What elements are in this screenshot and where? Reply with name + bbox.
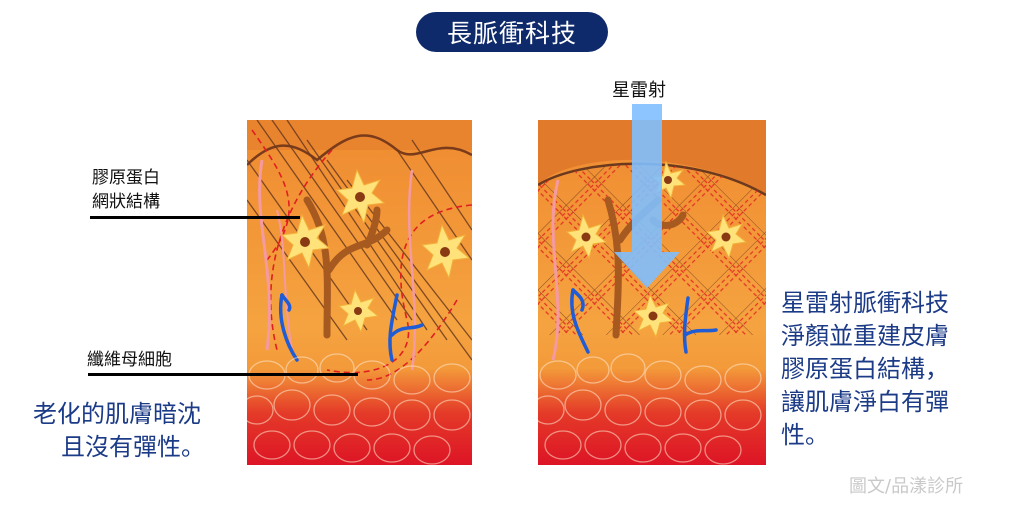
title-text: 長脈衝科技 <box>446 19 577 48</box>
collagen-leader-line <box>90 216 300 219</box>
fibroblast-label: 纖維母細胞 <box>87 350 172 370</box>
aged-skin-illustration <box>247 120 472 465</box>
fibroblast-leader-line <box>88 373 358 376</box>
laser-label: 星雷射 <box>612 80 666 101</box>
aged-skin-caption: 老化的肌膚暗沈 且沒有彈性。 <box>33 400 205 461</box>
laser-beam-arrow-icon <box>612 104 682 288</box>
treatment-caption: 星雷射脈衝科技 淨顏並重建皮膚 膠原蛋白結構， 讓肌膚淨白有彈 性。 <box>781 289 949 449</box>
collagen-label: 膠原蛋白 網狀結構 <box>92 168 160 212</box>
image-credit: 圖文/品漾診所 <box>849 476 964 497</box>
title-pill: 長脈衝科技 <box>416 12 608 52</box>
